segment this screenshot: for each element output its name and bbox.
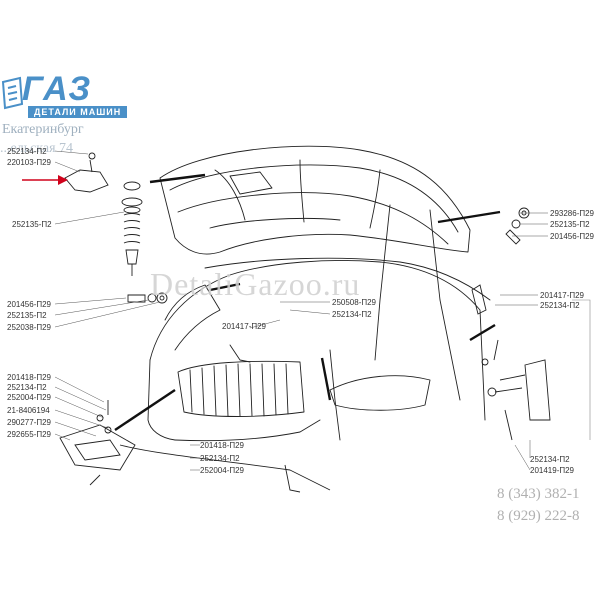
brand-logo-text: ГАЗ xyxy=(22,70,93,108)
car-body xyxy=(149,260,486,421)
part-label: 201456-П29 xyxy=(550,232,595,241)
part-label: 201417-П29 xyxy=(540,291,585,300)
brand-logo-block: ГАЗ ДЕТАЛИ МАШИН xyxy=(0,70,160,120)
hood-lock-assembly xyxy=(59,400,331,493)
part-label: 201419-П29 xyxy=(530,466,575,475)
part-label: 252038-П29 xyxy=(7,323,52,332)
part-label: 201418-П29 xyxy=(200,441,245,450)
bump-stop-assembly xyxy=(64,152,143,276)
hood-panel xyxy=(159,145,471,255)
part-label: 290277-П29 xyxy=(7,418,52,427)
part-label: 252004-П29 xyxy=(7,393,52,402)
part-label: 252135-П2 xyxy=(7,311,47,320)
radiator-grille xyxy=(177,360,305,417)
right-latch-assembly xyxy=(471,284,551,441)
brand-city: Екатеринбург xyxy=(2,122,84,137)
hinge-bolt-assembly xyxy=(127,292,168,304)
part-label: 250508-П29 xyxy=(332,298,377,307)
part-label: 292655-П29 xyxy=(7,430,52,439)
label-leaders xyxy=(54,150,548,471)
highlight-arrow-icon xyxy=(22,175,68,185)
site-watermark: DetaliGazoo.ru xyxy=(150,266,361,302)
part-label: 252134-П2 xyxy=(7,383,47,392)
right-bolt-assembly xyxy=(505,207,530,245)
part-label: 21-8406194 xyxy=(7,406,50,415)
brand-emblem-icon xyxy=(1,76,24,110)
part-label: 252134-П2 xyxy=(530,455,570,464)
phone-number: 8 (929) 222-8 xyxy=(497,508,580,524)
part-label: 201418-П29 xyxy=(7,373,52,382)
part-label: 252135-П2 xyxy=(12,220,52,229)
part-label: 252004-П29 xyxy=(200,466,245,475)
part-label: 201456-П29 xyxy=(7,300,52,309)
part-label: 201417-П29 xyxy=(222,322,267,331)
phone-number: 8 (343) 382-1 xyxy=(497,486,580,502)
headlight xyxy=(329,375,431,411)
part-label: 293286-П29 xyxy=(550,209,595,218)
brand-street: ...ельская 74 xyxy=(0,141,74,156)
part-label: 252134-П2 xyxy=(540,301,580,310)
part-label: 252135-П2 xyxy=(550,220,590,229)
part-label: 252134-П2 xyxy=(7,147,47,156)
part-label: 252134-П2 xyxy=(200,454,240,463)
thick-leaders xyxy=(114,173,501,431)
part-label: 220103-П29 xyxy=(7,158,52,167)
part-label: 252134-П2 xyxy=(332,310,372,319)
brand-tagline: ДЕТАЛИ МАШИН xyxy=(28,106,128,118)
